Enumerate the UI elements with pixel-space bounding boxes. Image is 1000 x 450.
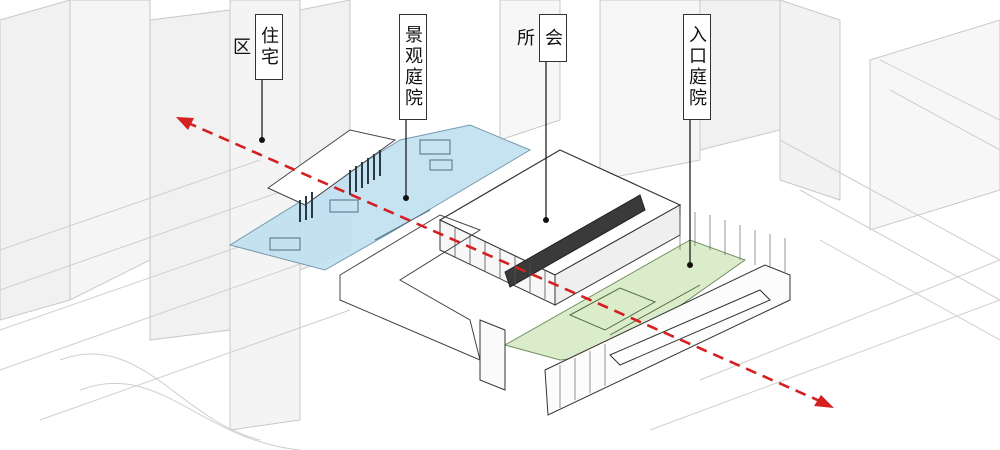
label-residential: 住宅区	[230, 14, 283, 80]
axis-arrow-line	[185, 120, 823, 404]
leader-dots	[259, 137, 693, 268]
label-clubhouse: 会所	[514, 14, 567, 62]
clubhouse-facade-lines	[454, 228, 546, 299]
pavilion-columns	[299, 150, 381, 222]
front-boundary-wall	[479, 319, 506, 391]
dashed-arrow-icon	[176, 117, 194, 130]
wall-fins	[559, 212, 786, 408]
leader-lines	[261, 62, 691, 265]
pavilion-roof	[267, 129, 397, 206]
label-entrance-courtyard: 入口庭院	[683, 14, 711, 120]
podium-outline	[339, 214, 482, 361]
dashed-arrow-icon	[814, 395, 834, 408]
site-linework	[0, 59, 1000, 450]
landscape-courtyard-zone	[228, 124, 532, 271]
entrance-features	[568, 284, 701, 336]
label-landscape-courtyard: 景观庭院	[399, 14, 427, 120]
entrance-canopy	[609, 289, 771, 366]
landscape-features	[269, 139, 453, 251]
clubhouse-dark-louvers	[504, 194, 646, 288]
